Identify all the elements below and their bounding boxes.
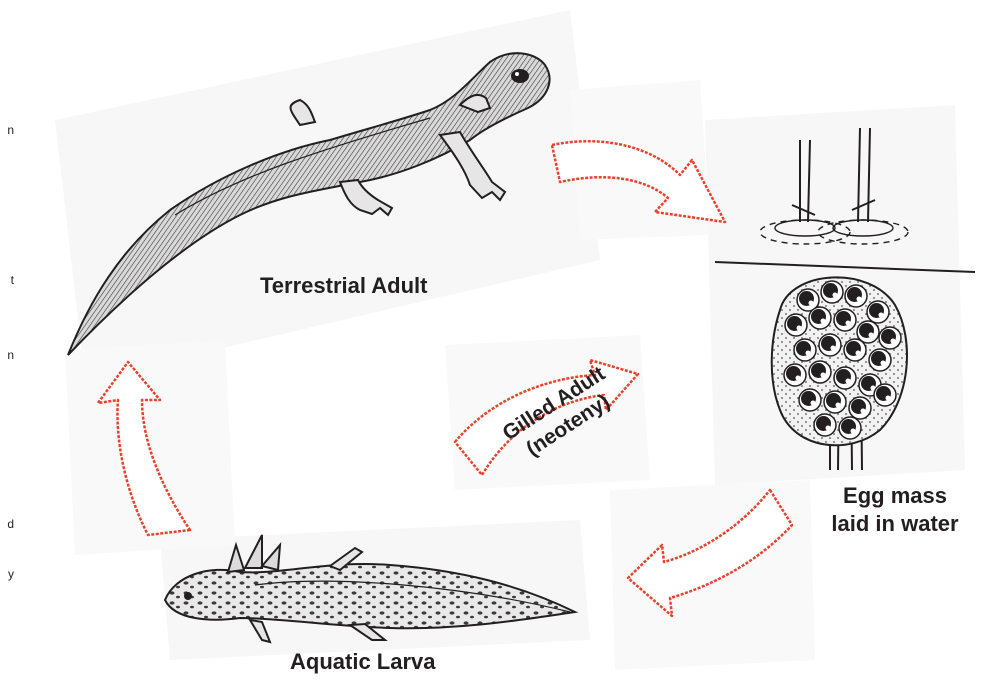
adult-eye <box>511 69 529 83</box>
egg-highlight <box>797 326 802 331</box>
egg-highlight <box>879 313 884 318</box>
terrestrial-adult-label: Terrestrial Adult <box>260 272 427 300</box>
egg-highlight <box>796 376 801 381</box>
egg-mass-label-line1: Egg mass <box>800 482 985 510</box>
larva-eye <box>184 592 192 600</box>
edge-text-fragment: n <box>0 123 14 137</box>
egg-highlight <box>846 321 851 326</box>
egg-highlight <box>833 293 838 298</box>
edge-text-fragment: n <box>0 348 14 362</box>
egg-highlight <box>851 429 856 434</box>
egg-mass-label-line2: laid in water <box>800 510 985 538</box>
egg-highlight <box>826 426 831 431</box>
egg-highlight <box>856 351 861 356</box>
egg-highlight <box>811 401 816 406</box>
egg-highlight <box>836 403 841 408</box>
egg-highlight <box>886 396 891 401</box>
egg-highlight <box>869 333 874 338</box>
egg-highlight <box>857 297 862 302</box>
edge-text-fragment: d <box>0 517 14 531</box>
egg-highlight <box>831 346 836 351</box>
aquatic-larva-label: Aquatic Larva <box>290 648 436 676</box>
egg-highlight <box>809 301 814 306</box>
egg-mass-label: Egg mass laid in water <box>800 482 985 537</box>
egg-highlight <box>881 361 886 366</box>
egg-highlight <box>861 409 866 414</box>
edge-text-fragment: t <box>0 273 14 287</box>
egg-highlight <box>821 319 826 324</box>
egg-highlight <box>806 351 811 356</box>
egg-highlight <box>821 373 826 378</box>
edge-text-fragment: y <box>0 567 14 581</box>
egg-highlight <box>846 379 851 384</box>
egg-highlight <box>891 339 896 344</box>
